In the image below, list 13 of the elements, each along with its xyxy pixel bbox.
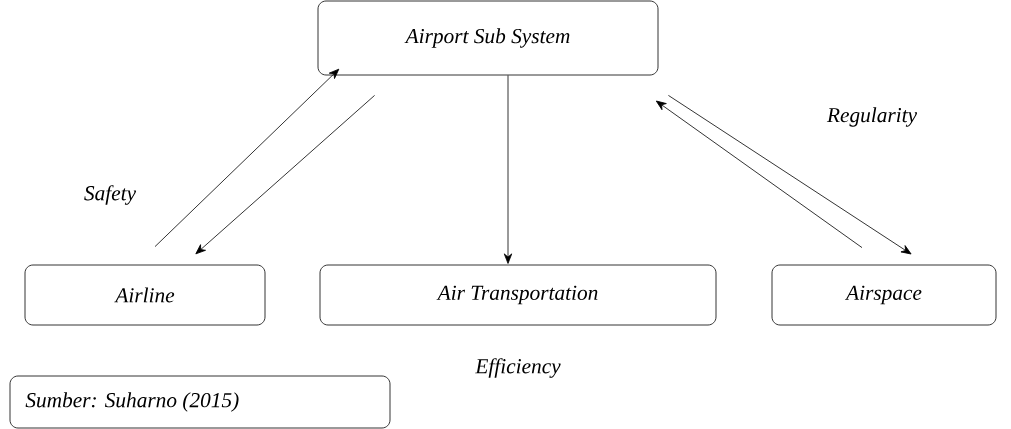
arrow bbox=[154, 68, 340, 247]
flow-label: Regularity bbox=[826, 107, 918, 127]
process-box: Airline bbox=[24, 264, 266, 326]
arrow bbox=[503, 75, 513, 264]
source-box: Sumber: Suharno (2015) bbox=[9, 375, 391, 429]
flow-label: Efficiency bbox=[475, 358, 561, 378]
process-box: Airport Sub System bbox=[317, 0, 659, 76]
arrow bbox=[195, 95, 375, 255]
process-box: Airspace bbox=[771, 264, 997, 326]
arrow bbox=[668, 95, 912, 255]
flow-label: Safety bbox=[84, 185, 137, 205]
arrow bbox=[655, 100, 863, 248]
process-box: Air Transportation bbox=[319, 264, 717, 326]
